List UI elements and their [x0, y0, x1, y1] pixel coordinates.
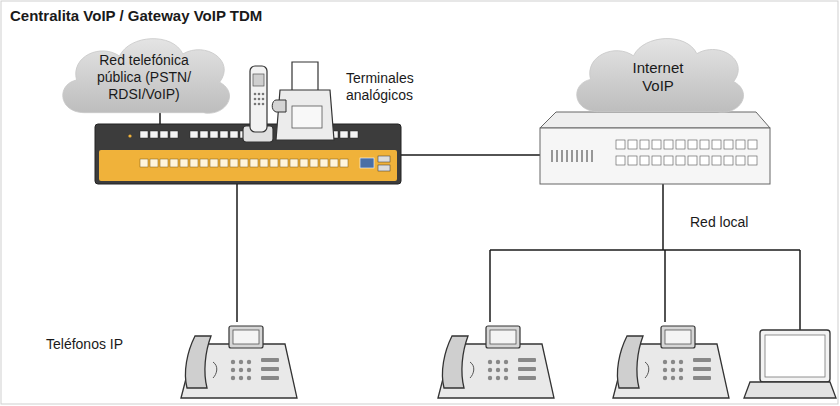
port — [200, 131, 208, 138]
fax-machine — [272, 62, 334, 140]
port — [290, 159, 298, 167]
port — [616, 156, 625, 165]
port — [700, 156, 709, 165]
pbx-gateway — [95, 124, 401, 184]
port — [260, 159, 268, 167]
port — [320, 159, 328, 167]
port — [350, 131, 358, 138]
port — [230, 131, 238, 138]
cloud-network: Red telefónica pública (PSTN/ RDSI/VoIP) — [52, 30, 236, 117]
vent — [586, 150, 588, 162]
port — [676, 156, 685, 165]
network-switch — [540, 112, 770, 184]
port — [220, 159, 228, 167]
port — [160, 159, 168, 167]
laptop — [744, 330, 836, 398]
port — [170, 131, 178, 138]
port — [150, 131, 158, 138]
cordless-phone — [243, 66, 273, 142]
ip-phone — [438, 326, 554, 398]
port — [688, 140, 697, 149]
port — [190, 159, 198, 167]
port — [330, 159, 338, 167]
port — [652, 156, 661, 165]
cloud-label: Internet VoIP — [618, 30, 698, 95]
port — [664, 140, 673, 149]
port — [640, 156, 649, 165]
cloud-network: Internet VoIP — [566, 30, 750, 116]
vent — [591, 150, 593, 162]
port — [712, 156, 721, 165]
port — [616, 140, 625, 149]
vent — [576, 150, 578, 162]
port — [712, 140, 721, 149]
ip-phone — [181, 326, 297, 398]
port — [688, 156, 697, 165]
port — [736, 156, 745, 165]
port — [340, 159, 348, 167]
port — [664, 156, 673, 165]
port — [140, 159, 148, 167]
port — [300, 159, 308, 167]
vent — [571, 150, 573, 162]
ip-phone — [613, 326, 729, 398]
port — [160, 131, 168, 138]
port — [340, 131, 348, 138]
device-label: Terminales analógicos — [346, 70, 456, 104]
port — [210, 131, 218, 138]
port — [640, 140, 649, 149]
port — [748, 156, 757, 165]
port — [250, 159, 258, 167]
port — [280, 159, 288, 167]
port — [170, 159, 178, 167]
vent — [561, 150, 563, 162]
port — [310, 159, 318, 167]
port — [724, 140, 733, 149]
port — [180, 159, 188, 167]
port — [724, 156, 733, 165]
port — [628, 156, 637, 165]
port — [190, 131, 198, 138]
port — [200, 159, 208, 167]
device-label: Red local — [690, 214, 780, 231]
cloud-label: Red telefónica pública (PSTN/ RDSI/VoIP) — [89, 30, 199, 103]
vent — [581, 150, 583, 162]
vent — [566, 150, 568, 162]
port — [270, 159, 278, 167]
device-label: Teléfonos IP — [46, 336, 156, 353]
port — [700, 140, 709, 149]
diagram-title: Centralita VoIP / Gateway VoIP TDM — [10, 7, 262, 24]
port — [652, 140, 661, 149]
port — [140, 131, 148, 138]
vent — [556, 150, 558, 162]
port — [220, 131, 228, 138]
port — [676, 140, 685, 149]
port — [736, 140, 745, 149]
vent — [551, 150, 553, 162]
port — [240, 159, 248, 167]
port — [230, 159, 238, 167]
port — [150, 159, 158, 167]
port — [628, 140, 637, 149]
port — [210, 159, 218, 167]
port — [748, 140, 757, 149]
